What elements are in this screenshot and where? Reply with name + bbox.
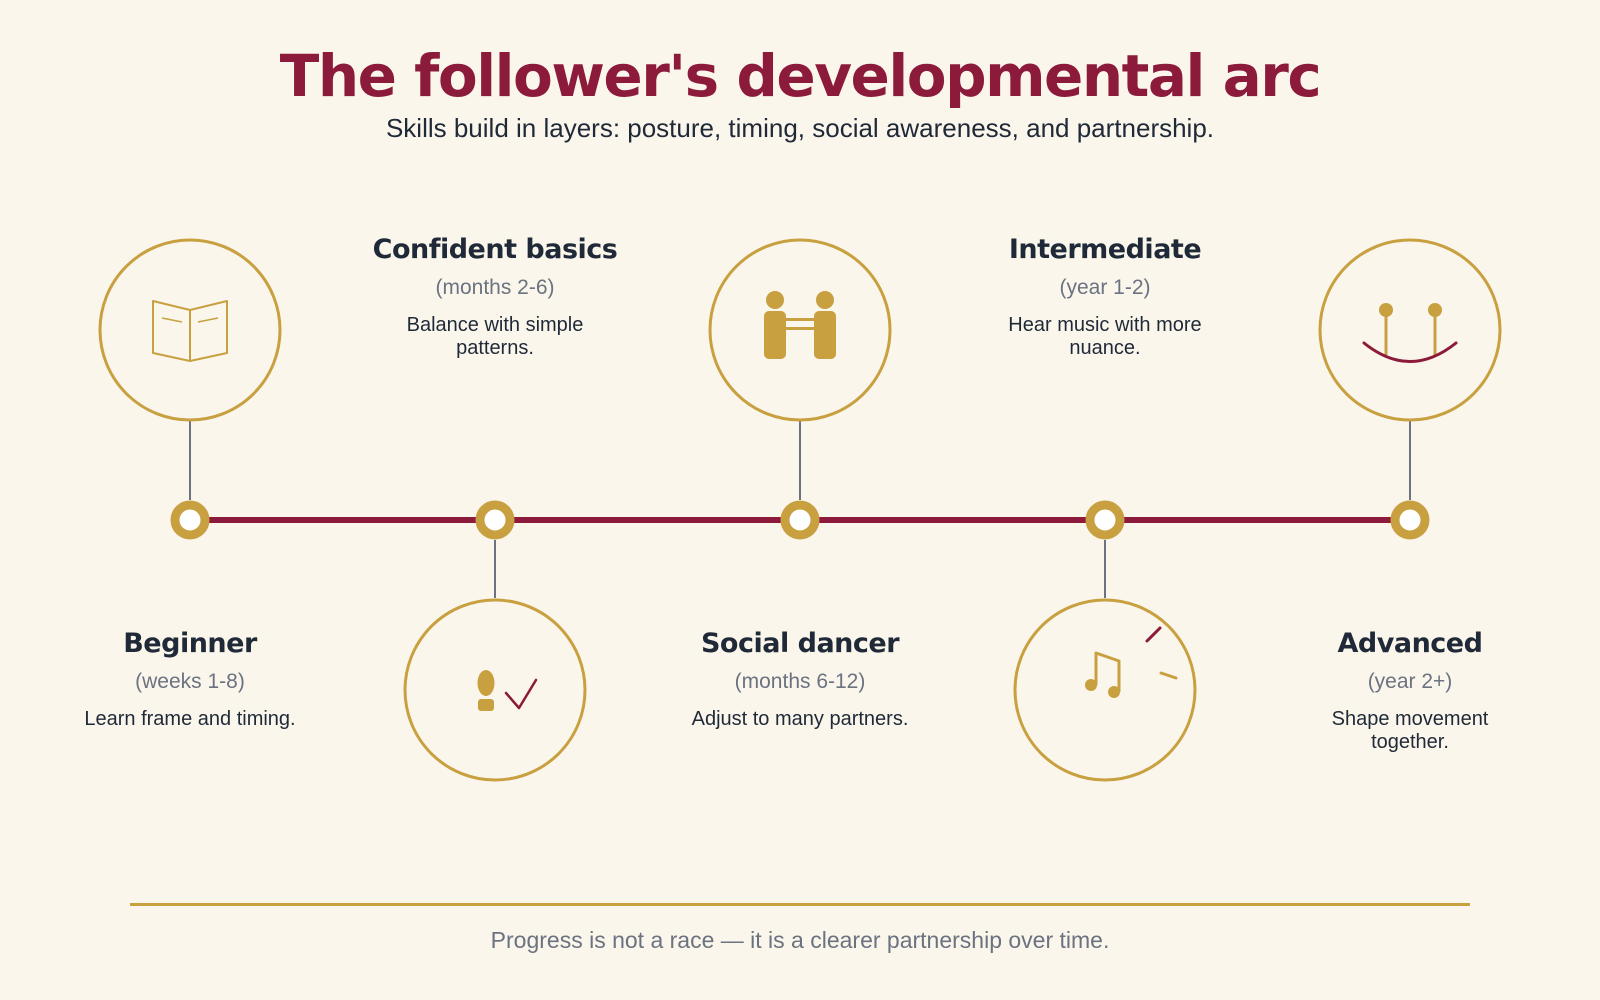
music-note-icon — [1085, 626, 1178, 698]
stage-name: Beginner — [123, 628, 257, 659]
stage-description: Shape movement together. — [1331, 708, 1489, 753]
icon-circle-social-dancer — [708, 238, 892, 422]
stage-period: (weeks 1-8) — [135, 670, 245, 693]
timeline-node-advanced — [1390, 500, 1430, 540]
book-icon — [152, 300, 228, 362]
icon-circle-advanced — [1318, 238, 1502, 422]
stage-name: Advanced — [1337, 628, 1483, 659]
stage-description: Hear music with more nuance. — [1008, 314, 1202, 359]
stage-name: Social dancer — [700, 628, 900, 659]
stage-name: Confident basics — [372, 234, 618, 265]
timeline-node-beginner — [170, 500, 210, 540]
stage-period: (year 1-2) — [1059, 276, 1151, 299]
stage-period: (year 2+) — [1367, 670, 1453, 693]
timeline-node-confident-basics — [475, 500, 515, 540]
stage-period: (months 2-6) — [435, 276, 555, 299]
footer-caption: Progress is not a race — it is a clearer… — [490, 927, 1110, 953]
icon-circle-confident-basics — [403, 598, 587, 782]
stage-confident-basics: Confident basics (months 2-6) Balance wi… — [345, 232, 645, 360]
stage-description: Learn frame and timing. — [84, 708, 296, 730]
footprint-check-icon — [477, 670, 538, 711]
page-subtitle: Skills build in layers: posture, timing,… — [385, 113, 1215, 143]
icon-circle-beginner — [98, 238, 282, 422]
icon-circle-intermediate — [1013, 598, 1197, 782]
stage-period: (months 6-12) — [734, 670, 866, 693]
stage-advanced: Advanced (year 2+) Shape movement togeth… — [1260, 626, 1560, 754]
partners-icon — [764, 291, 836, 359]
stage-social-dancer: Social dancer (months 6-12) Adjust to ma… — [650, 626, 950, 731]
footer-divider — [130, 903, 1470, 906]
timeline-node-intermediate — [1085, 500, 1125, 540]
connected-pair-icon — [1362, 303, 1458, 363]
page-title: The follower's developmental arc — [279, 42, 1322, 110]
stage-intermediate: Intermediate (year 1-2) Hear music with … — [955, 232, 1255, 360]
stage-description: Adjust to many partners. — [691, 708, 909, 730]
stage-description: Balance with simple patterns. — [406, 314, 584, 359]
stage-beginner: Beginner (weeks 1-8) Learn frame and tim… — [40, 626, 340, 731]
timeline-node-social-dancer — [780, 500, 820, 540]
stage-name: Intermediate — [1008, 234, 1202, 265]
